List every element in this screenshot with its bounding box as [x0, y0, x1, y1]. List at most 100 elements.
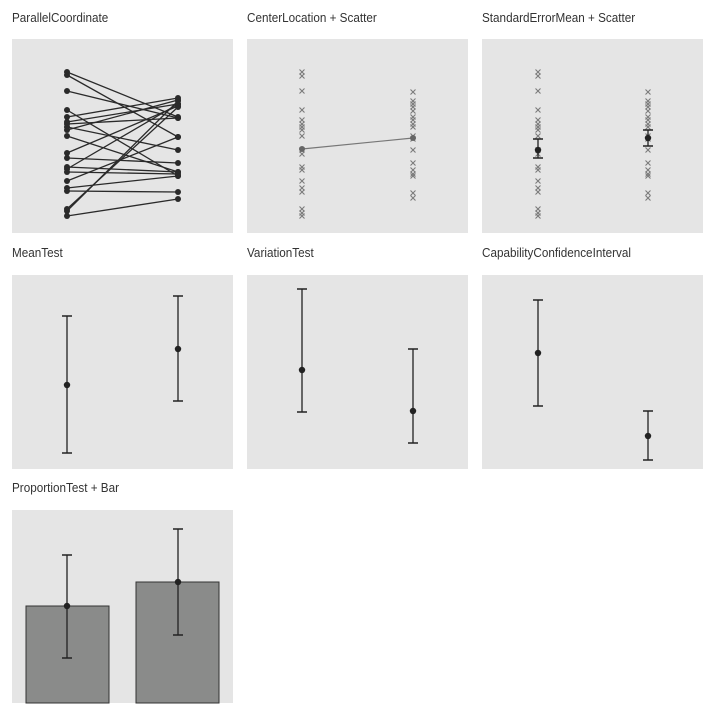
scatter-point [645, 124, 651, 130]
parallel-line [66, 97, 179, 118]
scatter-point [535, 127, 541, 133]
center-point [644, 134, 652, 142]
scatter-point [299, 178, 305, 184]
parallel-line [66, 103, 179, 170]
scatter-point [410, 195, 416, 201]
parallel-point [175, 104, 181, 110]
scatter-point [535, 133, 541, 139]
parallel-point [175, 98, 181, 104]
title-parallel: ParallelCoordinate [12, 10, 109, 25]
scatter-point [299, 189, 305, 195]
scatter-point [410, 171, 416, 177]
scatter-point [410, 173, 416, 179]
scatter-point [410, 108, 416, 114]
parallel-point [64, 213, 70, 219]
title-variation: VariationTest [247, 245, 314, 260]
parallel-point [64, 72, 70, 78]
parallel-line [66, 136, 179, 182]
scatter-point [410, 124, 416, 130]
scatter-point [535, 189, 541, 195]
center-point [534, 349, 542, 357]
parallel-point [64, 127, 70, 133]
center-point [174, 345, 182, 353]
scatter-point [299, 213, 305, 219]
parallel-line [66, 105, 179, 154]
parallel-point [64, 178, 70, 184]
scatter-point [410, 147, 416, 153]
parallel-point [175, 115, 181, 121]
center-point [534, 146, 542, 154]
scatter-point [535, 88, 541, 94]
scatter-point [645, 89, 651, 95]
center-point [63, 602, 71, 610]
center-point [299, 146, 305, 152]
parallel-line [66, 109, 179, 177]
scatter-point [645, 108, 651, 114]
parallel-point [175, 173, 181, 179]
parallel-line [66, 171, 179, 175]
scatter-point [645, 147, 651, 153]
scatter-point [410, 89, 416, 95]
parallel-point [64, 107, 70, 113]
parallel-line [66, 135, 179, 173]
scatter-point [535, 107, 541, 113]
scatter-point [645, 160, 651, 166]
center-point [410, 135, 416, 141]
parallel-line [66, 100, 179, 212]
center-point [409, 407, 417, 415]
scatter-point [299, 133, 305, 139]
parallel-point [64, 114, 70, 120]
center-point [63, 381, 71, 389]
center-point [644, 432, 652, 440]
title-proportion: ProportionTest + Bar [12, 480, 119, 495]
parallel-line [66, 198, 179, 217]
scatter-point [645, 190, 651, 196]
parallel-line [66, 74, 179, 138]
scatter-point [410, 190, 416, 196]
parallel-point [64, 188, 70, 194]
parallel-point [175, 160, 181, 166]
scatter-point [645, 171, 651, 177]
parallel-line [66, 166, 179, 173]
panel-capability [482, 275, 703, 469]
title-capability: CapabilityConfidenceInterval [482, 245, 631, 260]
parallel-point [64, 169, 70, 175]
parallel-point [175, 134, 181, 140]
parallel-point [64, 88, 70, 94]
scatter-point [299, 107, 305, 113]
scatter-point [535, 213, 541, 219]
parallel-line [66, 175, 179, 189]
parallel-point [175, 147, 181, 153]
parallel-point [175, 189, 181, 195]
scatter-point [645, 195, 651, 201]
parallel-line [66, 99, 179, 131]
parallel-point [175, 196, 181, 202]
parallel-line [66, 190, 179, 193]
scatter-point [535, 178, 541, 184]
scatter-point [410, 160, 416, 166]
center-point [174, 578, 182, 586]
center-point [298, 366, 306, 374]
parallel-line [66, 103, 179, 123]
scatter-point [535, 167, 541, 173]
scatter-point [299, 73, 305, 79]
scatter-point [299, 127, 305, 133]
parallel-point [64, 150, 70, 156]
scatter-point [645, 173, 651, 179]
parallel-line [66, 126, 179, 151]
title-meantest: MeanTest [12, 245, 63, 260]
scatter-point [535, 73, 541, 79]
panel-meantest [12, 275, 233, 469]
panel-variation [247, 275, 468, 469]
title-sem: StandardErrorMean + Scatter [482, 10, 636, 25]
scatter-point [299, 88, 305, 94]
parallel-point [64, 133, 70, 139]
parallel-line [66, 71, 179, 118]
scatter-point [299, 167, 305, 173]
parallel-point [64, 155, 70, 161]
title-center: CenterLocation + Scatter [247, 10, 377, 25]
panel-center [247, 39, 468, 233]
scatter-point [299, 151, 305, 157]
parallel-point [64, 208, 70, 214]
